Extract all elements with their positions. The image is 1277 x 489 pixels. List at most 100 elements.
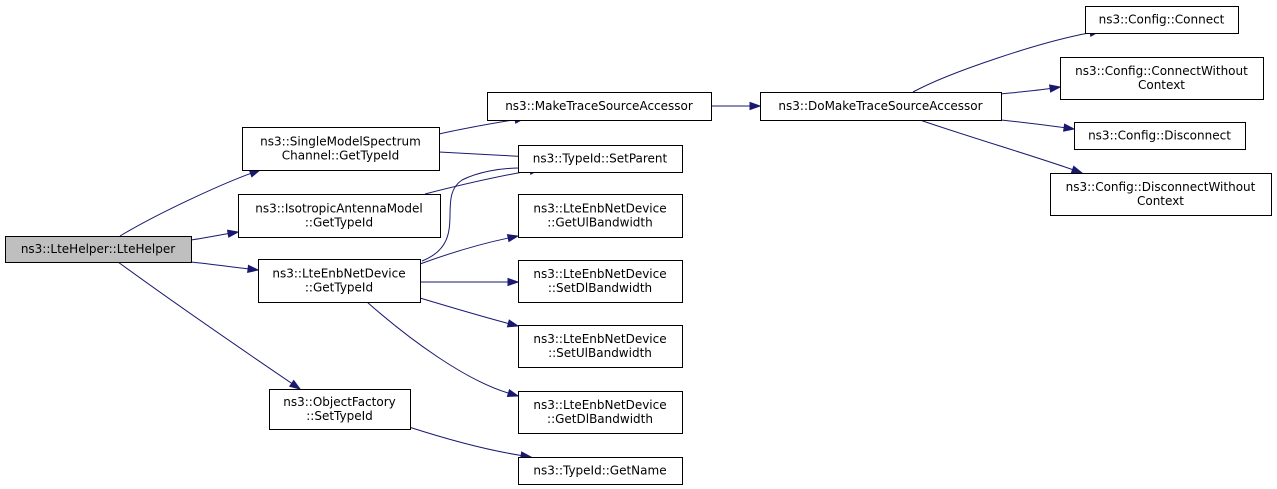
- node-box: [518, 325, 683, 368]
- arrowhead: [248, 169, 262, 178]
- edge-line: [190, 233, 229, 241]
- edge-line: [419, 297, 509, 324]
- node-set-ul-bw[interactable]: ns3::LteEnbNetDevice::SetUlBandwidth: [518, 325, 683, 368]
- node-label: ns3::ObjectFactory: [283, 395, 396, 409]
- node-label: ns3::MakeTraceSourceAccessor: [505, 99, 693, 113]
- edge-single-model-to-set-parent: [438, 151, 532, 161]
- node-get-ul-bw[interactable]: ns3::LteEnbNetDevice::GetUlBandwidth: [518, 194, 683, 238]
- edge-object-factory-to-get-name: [408, 426, 533, 460]
- node-disconnect[interactable]: ns3::Config::Disconnect: [1074, 122, 1246, 150]
- arrowhead: [749, 101, 762, 111]
- node-label: ns3::Config::Disconnect: [1088, 129, 1231, 143]
- node-label: ns3::Config::Connect: [1099, 13, 1225, 27]
- node-box: [487, 92, 712, 121]
- arrowhead: [507, 277, 520, 287]
- edge-line: [117, 261, 293, 384]
- edge-make-trace-to-do-make-trace: [711, 101, 762, 111]
- node-lte-helper[interactable]: ns3::LteHelper::LteHelper: [5, 236, 192, 263]
- node-single-model[interactable]: ns3::SingleModelSpectrumChannel::GetType…: [242, 127, 440, 171]
- arrowhead: [1063, 123, 1076, 132]
- node-get-dl-bw[interactable]: ns3::LteEnbNetDevice::GetDlBandwidth: [518, 391, 683, 434]
- node-box: [1060, 57, 1264, 100]
- edge-do-make-trace-to-connect-wo: [1000, 84, 1062, 95]
- node-box: [1074, 122, 1246, 150]
- arrowhead: [506, 388, 520, 397]
- edge-line: [1000, 119, 1065, 129]
- edge-line: [119, 172, 251, 237]
- node-box: [1085, 6, 1239, 34]
- arrowhead: [226, 229, 240, 238]
- edge-line: [912, 32, 1091, 93]
- node-label: ns3::Config::ConnectWithout: [1075, 64, 1248, 78]
- arrowhead: [1070, 165, 1084, 174]
- node-do-make-trace[interactable]: ns3::DoMakeTraceSourceAccessor: [760, 92, 1002, 121]
- node-box: [518, 260, 683, 303]
- edge-line: [408, 426, 522, 456]
- edge-enb-gettypeid-to-set-dl-bw: [419, 277, 520, 287]
- node-label: ns3::IsotropicAntennaModel: [255, 202, 422, 216]
- edge-line: [919, 119, 1073, 171]
- edge-enb-gettypeid-to-set-ul-bw: [419, 297, 520, 328]
- node-label: ns3::TypeId::SetParent: [533, 152, 668, 166]
- arrowhead: [506, 319, 520, 328]
- node-label: ::GetDlBandwidth: [547, 412, 653, 426]
- node-label: ns3::LteHelper::LteHelper: [21, 242, 175, 256]
- node-set-dl-bw[interactable]: ns3::LteEnbNetDevice::SetDlBandwidth: [518, 260, 683, 303]
- node-box: [269, 389, 411, 430]
- node-enb-gettypeid[interactable]: ns3::LteEnbNetDevice::GetTypeId: [258, 259, 421, 303]
- node-connect[interactable]: ns3::Config::Connect: [1085, 6, 1239, 34]
- node-set-parent[interactable]: ns3::TypeId::SetParent: [518, 145, 683, 173]
- arrowhead: [288, 379, 302, 390]
- node-get-name[interactable]: ns3::TypeId::GetName: [518, 457, 683, 485]
- nodes-layer: ns3::LteHelper::LteHelper ns3::SingleMode…: [5, 6, 1272, 485]
- edge-line: [421, 167, 521, 262]
- node-box: [5, 236, 192, 263]
- node-label: Channel::GetTypeId: [282, 149, 399, 163]
- node-label: ns3::LteEnbNetDevice: [533, 332, 666, 346]
- edge-line: [419, 237, 509, 265]
- edge-line: [366, 301, 509, 394]
- node-label: ns3::LteEnbNetDevice: [533, 398, 666, 412]
- node-make-trace[interactable]: ns3::MakeTraceSourceAccessor: [487, 92, 712, 121]
- node-box: [760, 92, 1002, 121]
- node-isotropic[interactable]: ns3::IsotropicAntennaModel::GetTypeId: [238, 194, 441, 238]
- node-label: ns3::LteEnbNetDevice: [533, 267, 666, 281]
- edge-do-make-trace-to-disconnect-wo: [919, 119, 1084, 174]
- node-box: [238, 194, 441, 238]
- edge-line: [190, 261, 249, 270]
- node-label: ::SetTypeId: [306, 409, 373, 423]
- node-label: ns3::TypeId::GetName: [533, 464, 666, 478]
- node-object-factory[interactable]: ns3::ObjectFactory::SetTypeId: [269, 389, 411, 430]
- node-label: Context: [1137, 194, 1184, 208]
- node-box: [258, 259, 421, 303]
- edge-line: [438, 151, 521, 157]
- edge-line: [1000, 87, 1051, 95]
- edge-line: [438, 119, 516, 135]
- edge-lte-helper-to-isotropic: [190, 229, 240, 241]
- node-label: Context: [1138, 78, 1185, 92]
- node-box: [518, 194, 683, 238]
- node-label: ::GetUlBandwidth: [547, 216, 652, 230]
- edge-lte-helper-to-enb-gettypeid: [190, 261, 260, 273]
- edge-lte-helper-to-object-factory: [117, 261, 302, 390]
- node-label: ns3::DoMakeTraceSourceAccessor: [778, 99, 982, 113]
- node-label: ::SetUlBandwidth: [548, 346, 652, 360]
- edge-enb-gettypeid-to-get-dl-bw: [366, 301, 520, 397]
- node-label: ns3::LteEnbNetDevice: [272, 267, 405, 281]
- node-label: ::SetDlBandwidth: [548, 281, 652, 295]
- arrowhead: [1048, 84, 1062, 93]
- node-box: [518, 457, 683, 485]
- node-label: ns3::LteEnbNetDevice: [533, 202, 666, 216]
- node-label: ns3::Config::DisconnectWithout: [1066, 180, 1256, 194]
- node-box: [518, 391, 683, 434]
- node-label: ns3::SingleModelSpectrum: [260, 135, 421, 149]
- arrowhead: [247, 264, 260, 273]
- node-label: ::GetTypeId: [305, 281, 373, 295]
- node-label: ::GetTypeId: [305, 216, 373, 230]
- node-box: [242, 127, 440, 171]
- arrowhead: [506, 234, 520, 243]
- node-box: [518, 145, 683, 173]
